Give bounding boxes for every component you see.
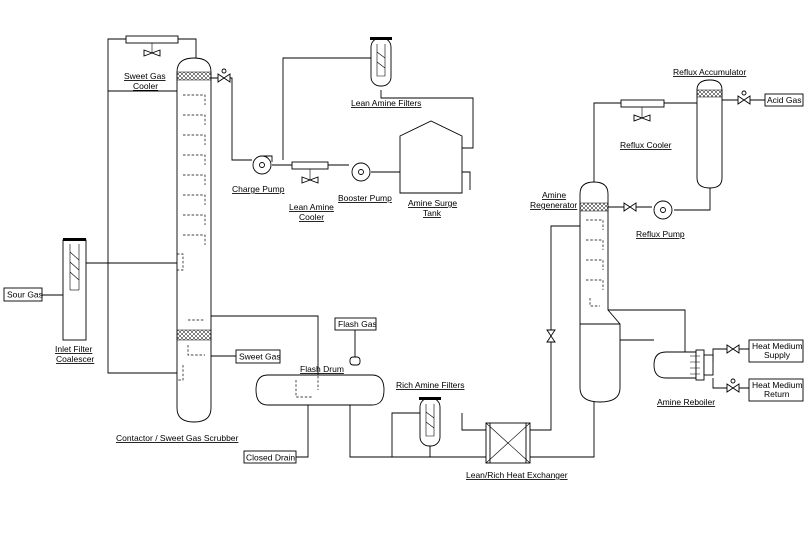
amine-surge-tank-label-1: Amine Surge	[408, 198, 457, 208]
lean-amine-filters	[370, 37, 392, 87]
inlet-filter-label-1: Inlet Filter	[55, 344, 92, 354]
flash-drum	[255, 374, 385, 406]
heat-medium-return-label-2: Return	[764, 389, 790, 399]
hx-bottom-to-regenerator-line	[530, 400, 595, 458]
rich-amine-filters-label: Rich Amine Filters	[396, 380, 465, 390]
reflux-cooler-label: Reflux Cooler	[620, 140, 672, 150]
amine-regenerator	[579, 181, 621, 403]
lean-rich-heat-exchanger	[485, 422, 531, 464]
reflux-pump	[623, 200, 673, 220]
contactor-to-flash-drum-line	[211, 315, 319, 375]
acid-gas-valve-icon	[737, 90, 751, 105]
closed-drain-box	[243, 450, 297, 464]
hx-to-regenerator-line	[530, 225, 580, 431]
sour-gas-label: Sour Gas	[7, 290, 43, 300]
cooler-to-top-line	[178, 38, 197, 58]
reflux-pump-label: Reflux Pump	[636, 229, 685, 239]
amine-surge-tank-label-2: Tank	[423, 208, 442, 218]
inlet-filter-label-2: Coalescer	[56, 354, 94, 364]
rich-amine-filters	[419, 397, 441, 447]
feed-valve-icon	[546, 329, 556, 343]
contactor-label: Contactor / Sweet Gas Scrubber	[116, 433, 239, 443]
reflux-cooler	[620, 99, 665, 122]
charge-pump	[252, 155, 273, 175]
lean-amine-top-feed-line	[211, 77, 252, 161]
flash-gas-box	[334, 317, 377, 331]
reflux-accumulator-label: Reflux Accumulator	[673, 67, 746, 77]
contactor-overhead-to-cooler-line	[107, 38, 177, 92]
flash-drum-drain-line	[296, 405, 309, 458]
surge-tank-outlet-line	[461, 171, 471, 190]
amine-surge-tank	[399, 120, 463, 194]
flash-gas-valve-icon	[349, 356, 361, 366]
contactor-column	[176, 57, 212, 423]
heat-medium-supply-valve-icon	[726, 344, 740, 354]
amine-regenerator-label-1: Amine	[542, 190, 566, 200]
rich-filter-bypass-line	[461, 413, 486, 431]
lean-amine-filters-label: Lean Amine Filters	[351, 98, 421, 108]
acid-gas-box	[764, 93, 804, 107]
amine-regenerator-label-2: Regenerator	[530, 200, 577, 210]
lean-amine-cooler	[291, 161, 329, 184]
heat-medium-return-valve-icon	[726, 378, 740, 393]
heat-medium-supply-label-1: Heat Medium	[752, 341, 803, 351]
sweet-gas-label: Sweet Gas	[239, 352, 281, 362]
heat-medium-return-label-1: Heat Medium	[752, 380, 803, 390]
sweet-gas-cooler	[125, 35, 179, 57]
flash-drum-label: Flash Drum	[300, 364, 344, 374]
sweet-gas-cooler-label-2: Cooler	[133, 81, 158, 91]
booster-pump	[351, 162, 371, 182]
lean-amine-cooler-label-2: Cooler	[299, 212, 324, 222]
reflux-accumulator	[696, 79, 723, 189]
acid-gas-label: Acid Gas	[767, 95, 802, 105]
amine-reboiler-label: Amine Reboiler	[657, 397, 715, 407]
sweet-gas-box	[235, 349, 281, 364]
sweet-gas-cooler-label-1: Sweet Gas	[124, 71, 166, 81]
sour-gas-box	[3, 287, 43, 302]
piping	[42, 38, 765, 458]
closed-drain-label: Closed Drain	[246, 453, 295, 463]
charge-pump-label: Charge Pump	[232, 184, 285, 194]
heat-medium-supply-box	[748, 339, 804, 363]
regenerator-overhead-line	[593, 102, 621, 182]
rich-filter-loop-line	[391, 412, 431, 457]
heat-medium-return-box	[748, 378, 804, 402]
flash-drum-to-filters-line	[349, 405, 486, 458]
regenerator-to-reboiler-line	[608, 309, 686, 352]
filters-loop-line	[282, 57, 474, 160]
lean-amine-cooler-label-1: Lean Amine	[289, 202, 334, 212]
amine-reboiler	[653, 349, 714, 381]
flash-gas-label: Flash Gas	[338, 319, 377, 329]
reflux-return-line	[674, 188, 711, 211]
inlet-filter-coalescer	[62, 238, 87, 341]
heat-medium-supply-line	[712, 348, 749, 362]
control-valve-icon	[217, 68, 231, 83]
booster-pump-label: Booster Pump	[338, 193, 392, 203]
heat-medium-supply-label-2: Supply	[764, 350, 791, 360]
heat-exchanger-label: Lean/Rich Heat Exchanger	[466, 470, 568, 480]
contactor-bottom-side-line	[107, 91, 177, 374]
